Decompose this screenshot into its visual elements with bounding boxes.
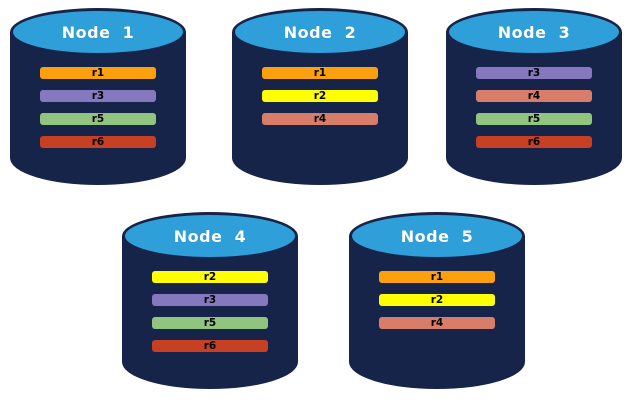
replica-label: r6 <box>203 340 217 352</box>
node-title: Node 2 <box>283 22 357 42</box>
replica-bar: r6 <box>152 340 268 352</box>
node-cylinder: Node 4 r2 r3 r5 r6 <box>122 212 298 389</box>
replica-label: r6 <box>91 136 105 148</box>
replica-label: r5 <box>527 113 541 125</box>
replica-bar-stack: r2 r3 r5 r6 <box>152 271 268 352</box>
replica-bar: r5 <box>476 113 592 125</box>
cylinder-top: Node 5 <box>349 212 525 260</box>
replica-bar: r3 <box>40 90 156 102</box>
node-cylinder: Node 3 r3 r4 r5 r6 <box>446 8 622 185</box>
replica-bar-stack: r3 r4 r5 r6 <box>476 67 592 148</box>
node-cylinder: Node 5 r1 r2 r4 <box>349 212 525 389</box>
replica-bar: r1 <box>40 67 156 79</box>
replica-bar: r3 <box>152 294 268 306</box>
cylinder-body <box>446 32 622 185</box>
replica-label: r1 <box>91 67 105 79</box>
replica-label: r2 <box>430 294 444 306</box>
replica-bar: r4 <box>476 90 592 102</box>
replica-label: r1 <box>313 67 327 79</box>
replica-bar: r4 <box>262 113 378 125</box>
replica-label: r5 <box>91 113 105 125</box>
replica-bar: r1 <box>262 67 378 79</box>
replica-label: r4 <box>313 113 327 125</box>
replica-bar: r6 <box>476 136 592 148</box>
replica-bar-stack: r1 r3 r5 r6 <box>40 67 156 148</box>
replica-label: r2 <box>203 271 217 283</box>
replica-label: r4 <box>527 90 541 102</box>
replica-bar: r5 <box>40 113 156 125</box>
replica-label: r1 <box>430 271 444 283</box>
replica-label: r4 <box>430 317 444 329</box>
replica-label: r5 <box>203 317 217 329</box>
node-title: Node 5 <box>400 226 474 246</box>
replica-bar: r2 <box>152 271 268 283</box>
replica-label: r3 <box>527 67 541 79</box>
node-title: Node 4 <box>173 226 247 246</box>
cylinder-body <box>232 32 408 185</box>
replica-bar: r2 <box>262 90 378 102</box>
node-title: Node 3 <box>497 22 571 42</box>
replica-label: r6 <box>527 136 541 148</box>
replica-bar: r5 <box>152 317 268 329</box>
node-cylinder: Node 2 r1 r2 r4 <box>232 8 408 185</box>
cylinder-body <box>349 236 525 389</box>
replica-bar: r3 <box>476 67 592 79</box>
replica-label: r2 <box>313 90 327 102</box>
replica-label: r3 <box>203 294 217 306</box>
cylinder-body <box>10 32 186 185</box>
node-title: Node 1 <box>61 22 135 42</box>
cylinder-top: Node 1 <box>10 8 186 56</box>
cylinder-top: Node 4 <box>122 212 298 260</box>
node-cylinder: Node 1 r1 r3 r5 r6 <box>10 8 186 185</box>
cylinder-body <box>122 236 298 389</box>
cylinder-top: Node 3 <box>446 8 622 56</box>
replica-label: r3 <box>91 90 105 102</box>
replica-bar: r2 <box>379 294 495 306</box>
cylinder-top: Node 2 <box>232 8 408 56</box>
replica-bar-stack: r1 r2 r4 <box>379 271 495 329</box>
replica-bar: r1 <box>379 271 495 283</box>
replica-bar: r4 <box>379 317 495 329</box>
replica-bar: r6 <box>40 136 156 148</box>
replica-bar-stack: r1 r2 r4 <box>262 67 378 125</box>
